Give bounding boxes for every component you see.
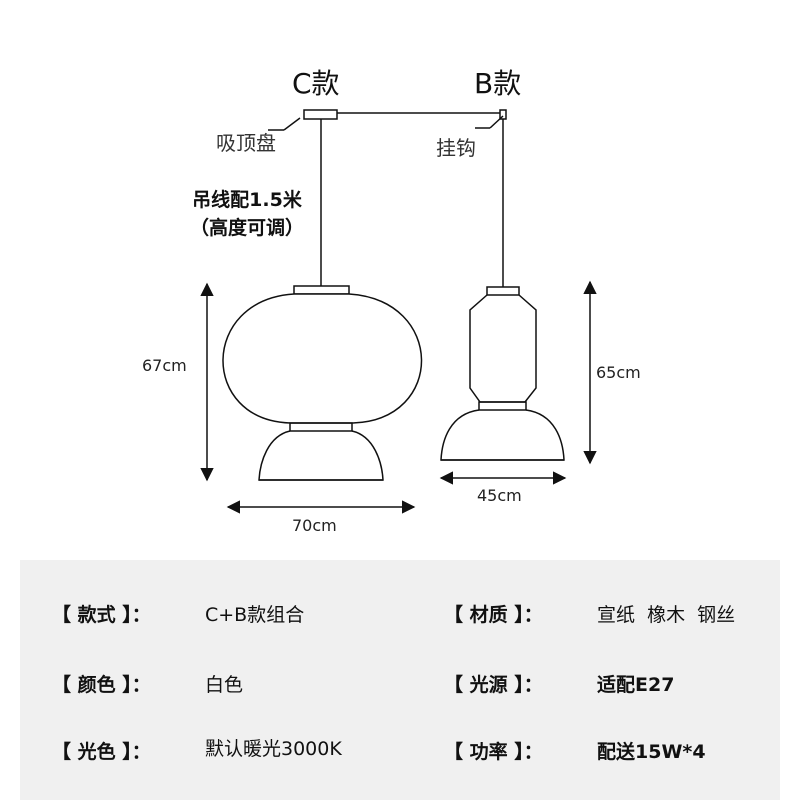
spec-label-style: 【 款式 】：	[52, 604, 151, 626]
spec-panel	[20, 560, 780, 800]
spec-label-color: 【 颜色 】：	[52, 674, 151, 696]
lamp-dimension-drawing	[200, 109, 597, 514]
model-b-title: B款	[474, 67, 522, 100]
ceiling-canopy-label: 吸顶盘	[216, 131, 276, 155]
cord-length-line2: （高度可调）	[189, 217, 304, 239]
spec-value-light-source: 适配E27	[597, 674, 675, 696]
spec-value-light-color: 默认暖光3000K	[205, 738, 342, 760]
cord-length-note: 吊线配1.5米 （高度可调）	[172, 186, 322, 242]
model-b-width: 45cm	[477, 486, 522, 505]
model-c-width: 70cm	[292, 516, 337, 535]
cord-length-line1: 吊线配1.5米	[192, 189, 302, 211]
ceiling-canopy	[303, 109, 338, 120]
spec-label-material: 【 材质 】：	[444, 604, 543, 626]
model-b-height: 65cm	[596, 363, 641, 382]
spec-value-color: 白色	[205, 674, 244, 696]
spec-value-style: C+B款组合	[205, 604, 305, 626]
spec-label-light-color: 【 光色 】：	[52, 741, 151, 763]
model-c-height: 67cm	[142, 356, 187, 375]
spec-value-material: 宣纸 橡木 钢丝	[597, 604, 736, 626]
spec-value-power: 配送15W*4	[597, 741, 706, 763]
model-c-title: C款	[292, 67, 340, 100]
hook-label: 挂钩	[436, 136, 476, 160]
spec-label-light-source: 【 光源 】：	[444, 674, 543, 696]
spec-label-power: 【 功率 】：	[444, 741, 543, 763]
